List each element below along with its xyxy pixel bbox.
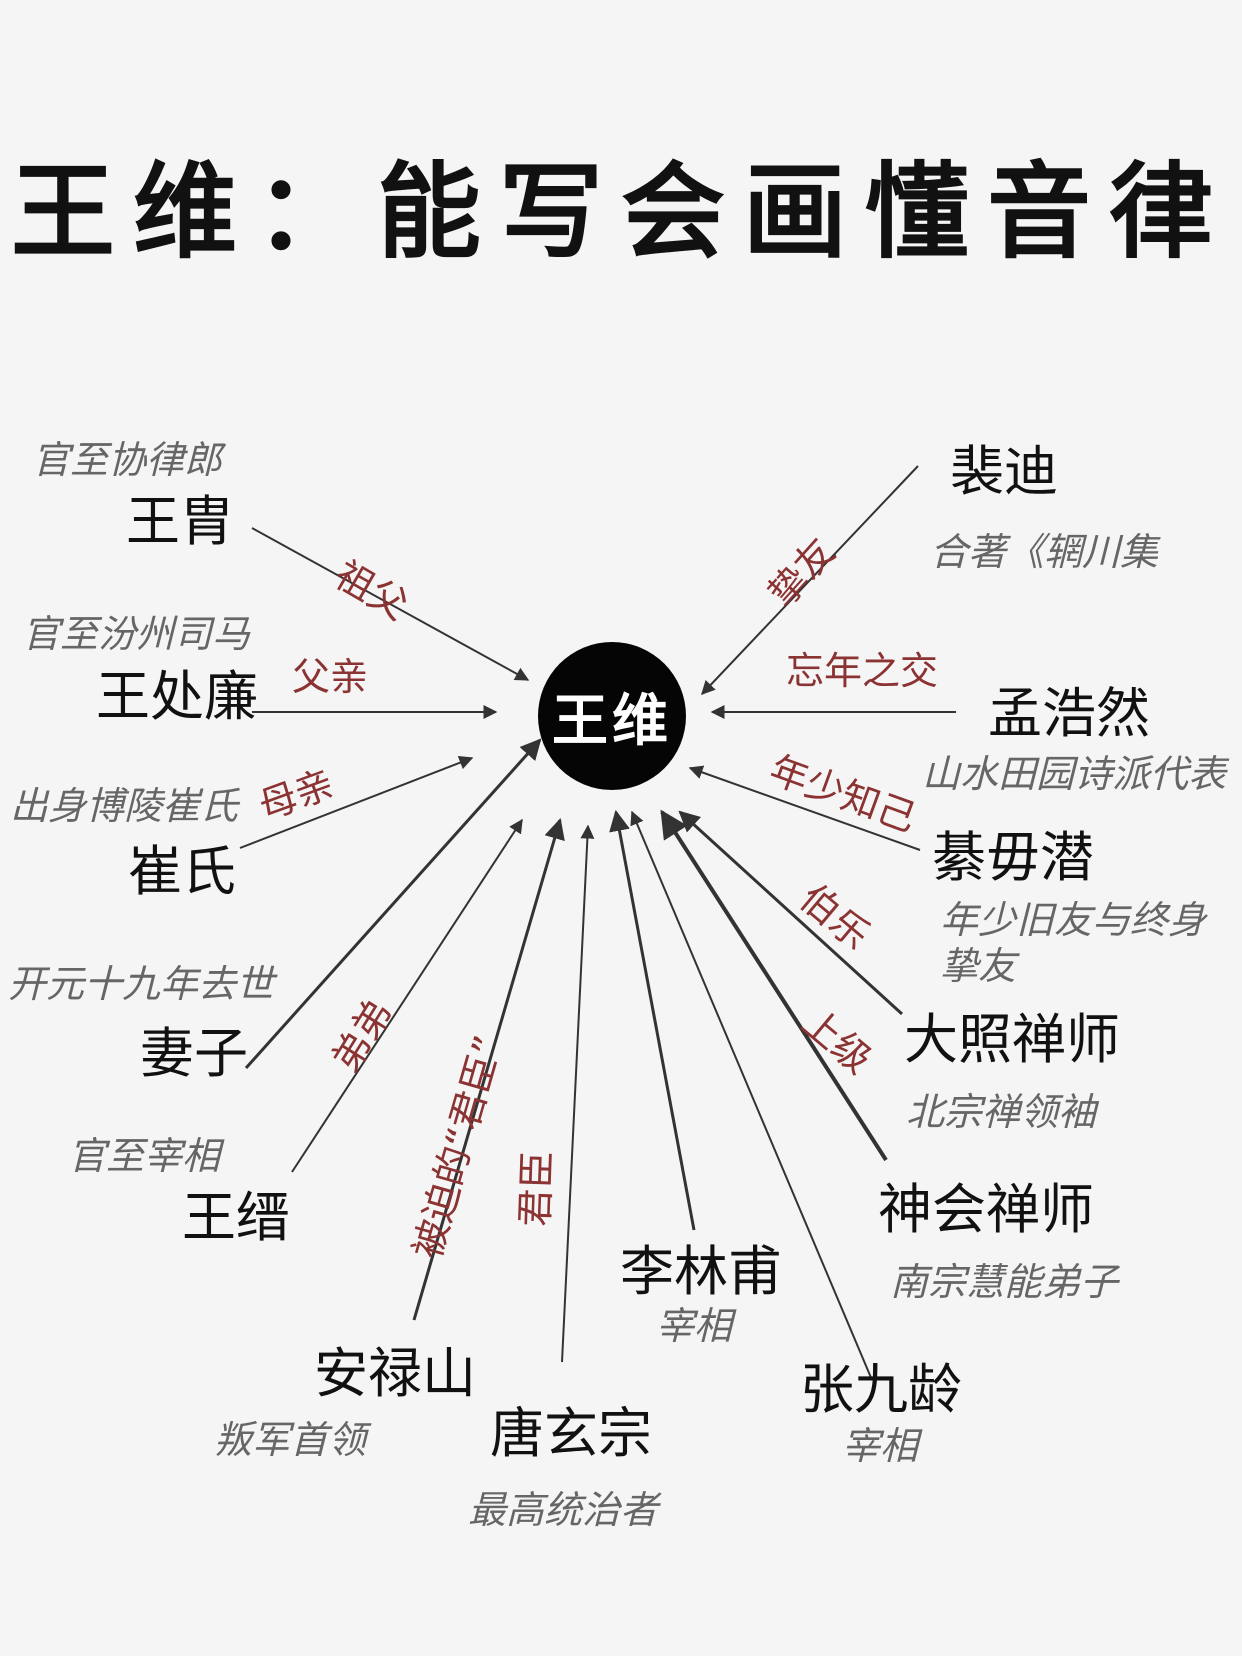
relation-xuanzong: 君臣 [513,1149,560,1228]
name-cui: 崔氏 [128,840,236,903]
edge-wife [244,738,542,1070]
name-wang-zhou: 王胄 [126,490,234,553]
edge-cui [239,756,474,849]
note-xuanzong: 最高统治者 [468,1488,659,1532]
name-zhang-jiuling: 张九龄 [800,1358,962,1421]
edge-dazhao [678,810,904,1016]
edge-xuanzong [561,824,595,1363]
edge-wang-zhou [251,527,530,681]
note-dazhao: 北宗禅领袖 [906,1090,1097,1134]
name-pei-di: 裴迪 [950,440,1058,503]
edge-shenhui [660,809,888,1162]
center-node: 王维 [538,642,686,790]
relation-wang-chulian: 父亲 [292,655,369,699]
name-qiwu-qian: 綦毋潜 [932,826,1094,889]
note-shenhui: 南宗慧能弟子 [890,1260,1119,1304]
name-meng-haoran: 孟浩然 [988,682,1150,745]
name-li-linfu: 李林甫 [620,1240,782,1303]
page-title: 王维：能写会画懂音律 [10,151,1231,273]
center-label: 王维 [552,688,672,754]
note-meng-haoran: 山水田园诗派代表 [922,752,1227,796]
note-wife: 开元十九年去世 [8,962,275,1006]
name-wang-jin: 王缙 [182,1186,290,1249]
edge-an-lushan [412,817,565,1321]
edge-pei-di [701,465,919,696]
note-cui: 出身博陵崔氏 [10,784,239,828]
relation-meng-haoran-top: 忘年之交 [786,649,939,693]
edge-li-linfu [609,809,696,1231]
note-qiwu-qian-line2: 挚友 [940,944,1017,988]
name-dazhao: 大照禅师 [904,1008,1120,1071]
note-wang-zhou: 官至协律郎 [32,438,223,482]
name-xuanzong: 唐玄宗 [490,1402,652,1465]
edge-wang-jin [291,818,523,1173]
note-li-linfu: 宰相 [656,1304,733,1348]
note-zhang-jiuling: 宰相 [842,1424,919,1468]
note-an-lushan: 叛军首领 [214,1418,367,1462]
name-wang-chulian: 王处廉 [96,665,258,728]
note-qiwu-qian-line1: 年少旧友与终身 [940,898,1207,942]
name-wife: 妻子 [140,1022,248,1085]
note-pei-di: 合著《辋川集 [930,530,1159,574]
note-wang-chulian: 官至汾州司马 [22,612,251,656]
name-an-lushan: 安禄山 [314,1342,476,1405]
edge-qiwu-qian [688,765,921,851]
note-wang-jin: 官至宰相 [68,1134,221,1178]
name-shenhui: 神会禅师 [878,1178,1094,1241]
edge-zhang-jiuling [630,810,873,1381]
